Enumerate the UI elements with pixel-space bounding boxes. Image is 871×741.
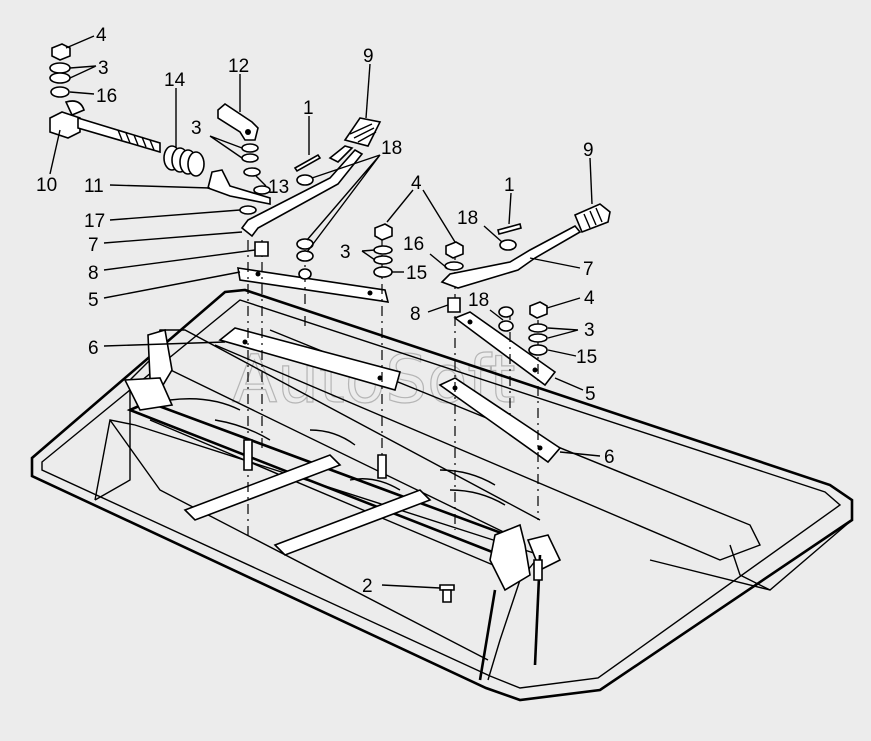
bushing-8-left [254, 241, 269, 257]
hardware-stack-right [444, 241, 464, 313]
bolt-2 [439, 584, 455, 603]
callout-label: 11 [84, 176, 104, 197]
callout-label: 5 [585, 384, 596, 405]
callout-label: 13 [268, 177, 289, 198]
pedal-lever-left [240, 117, 382, 238]
hardware-stack-left [49, 43, 71, 98]
callout-label: 3 [584, 320, 595, 341]
callout-label: 6 [88, 338, 99, 359]
callout-label: 8 [88, 263, 99, 284]
callout-label: 3 [98, 58, 109, 79]
callout-label: 12 [228, 56, 249, 77]
blade-strips [169, 398, 506, 556]
callout-label: 4 [411, 173, 422, 194]
pin-1-left [293, 153, 322, 173]
callout-label: 5 [88, 290, 99, 311]
callout-label: 3 [340, 242, 351, 263]
callout-label: 7 [583, 259, 594, 280]
callout-label: 15 [576, 347, 597, 368]
callout-labels: 4 3 16 10 14 12 3 13 11 17 7 8 5 6 1 9 1… [36, 25, 615, 597]
callout-label: 15 [406, 263, 427, 284]
callout-label: 16 [96, 86, 117, 107]
callout-label: 1 [303, 98, 314, 119]
bolt-10 [49, 100, 161, 154]
callout-label: 10 [36, 175, 57, 196]
callout-label: 8 [410, 304, 421, 325]
center-lines [247, 240, 539, 540]
callout-label: 4 [584, 288, 595, 309]
callout-label: 9 [583, 140, 594, 161]
bracket-left [123, 328, 174, 411]
nuts-18-right [498, 239, 517, 332]
leader-lines [49, 35, 601, 589]
lever-12 [217, 102, 259, 141]
pin-1-right [497, 223, 522, 235]
callout-label: 9 [363, 46, 374, 67]
hardware-stack-middle [373, 223, 393, 278]
callout-label: 1 [504, 175, 515, 196]
hardware-stack-far-right [528, 301, 548, 356]
bracket-11 [207, 169, 271, 205]
callout-label: 18 [457, 208, 478, 229]
callout-label: 17 [84, 211, 105, 232]
callout-label: 2 [362, 576, 373, 597]
plate-6-left [218, 327, 401, 391]
vertical-pins [243, 439, 543, 581]
spring-14 [163, 145, 205, 177]
callout-label: 4 [96, 25, 107, 46]
plate-5-right [453, 311, 557, 387]
callout-label: 3 [191, 118, 202, 139]
callout-label: 18 [381, 138, 402, 159]
callout-label: 14 [164, 70, 186, 91]
nuts-18-left [296, 174, 314, 280]
callout-label: 6 [604, 447, 615, 468]
pedal-lever-right [440, 203, 611, 289]
bracket-right [478, 523, 562, 681]
callout-label: 16 [403, 234, 424, 255]
washers-3-13 [239, 143, 261, 215]
callout-label: 7 [88, 235, 99, 256]
plate-5-left [237, 267, 390, 303]
callout-label: 18 [468, 290, 489, 311]
